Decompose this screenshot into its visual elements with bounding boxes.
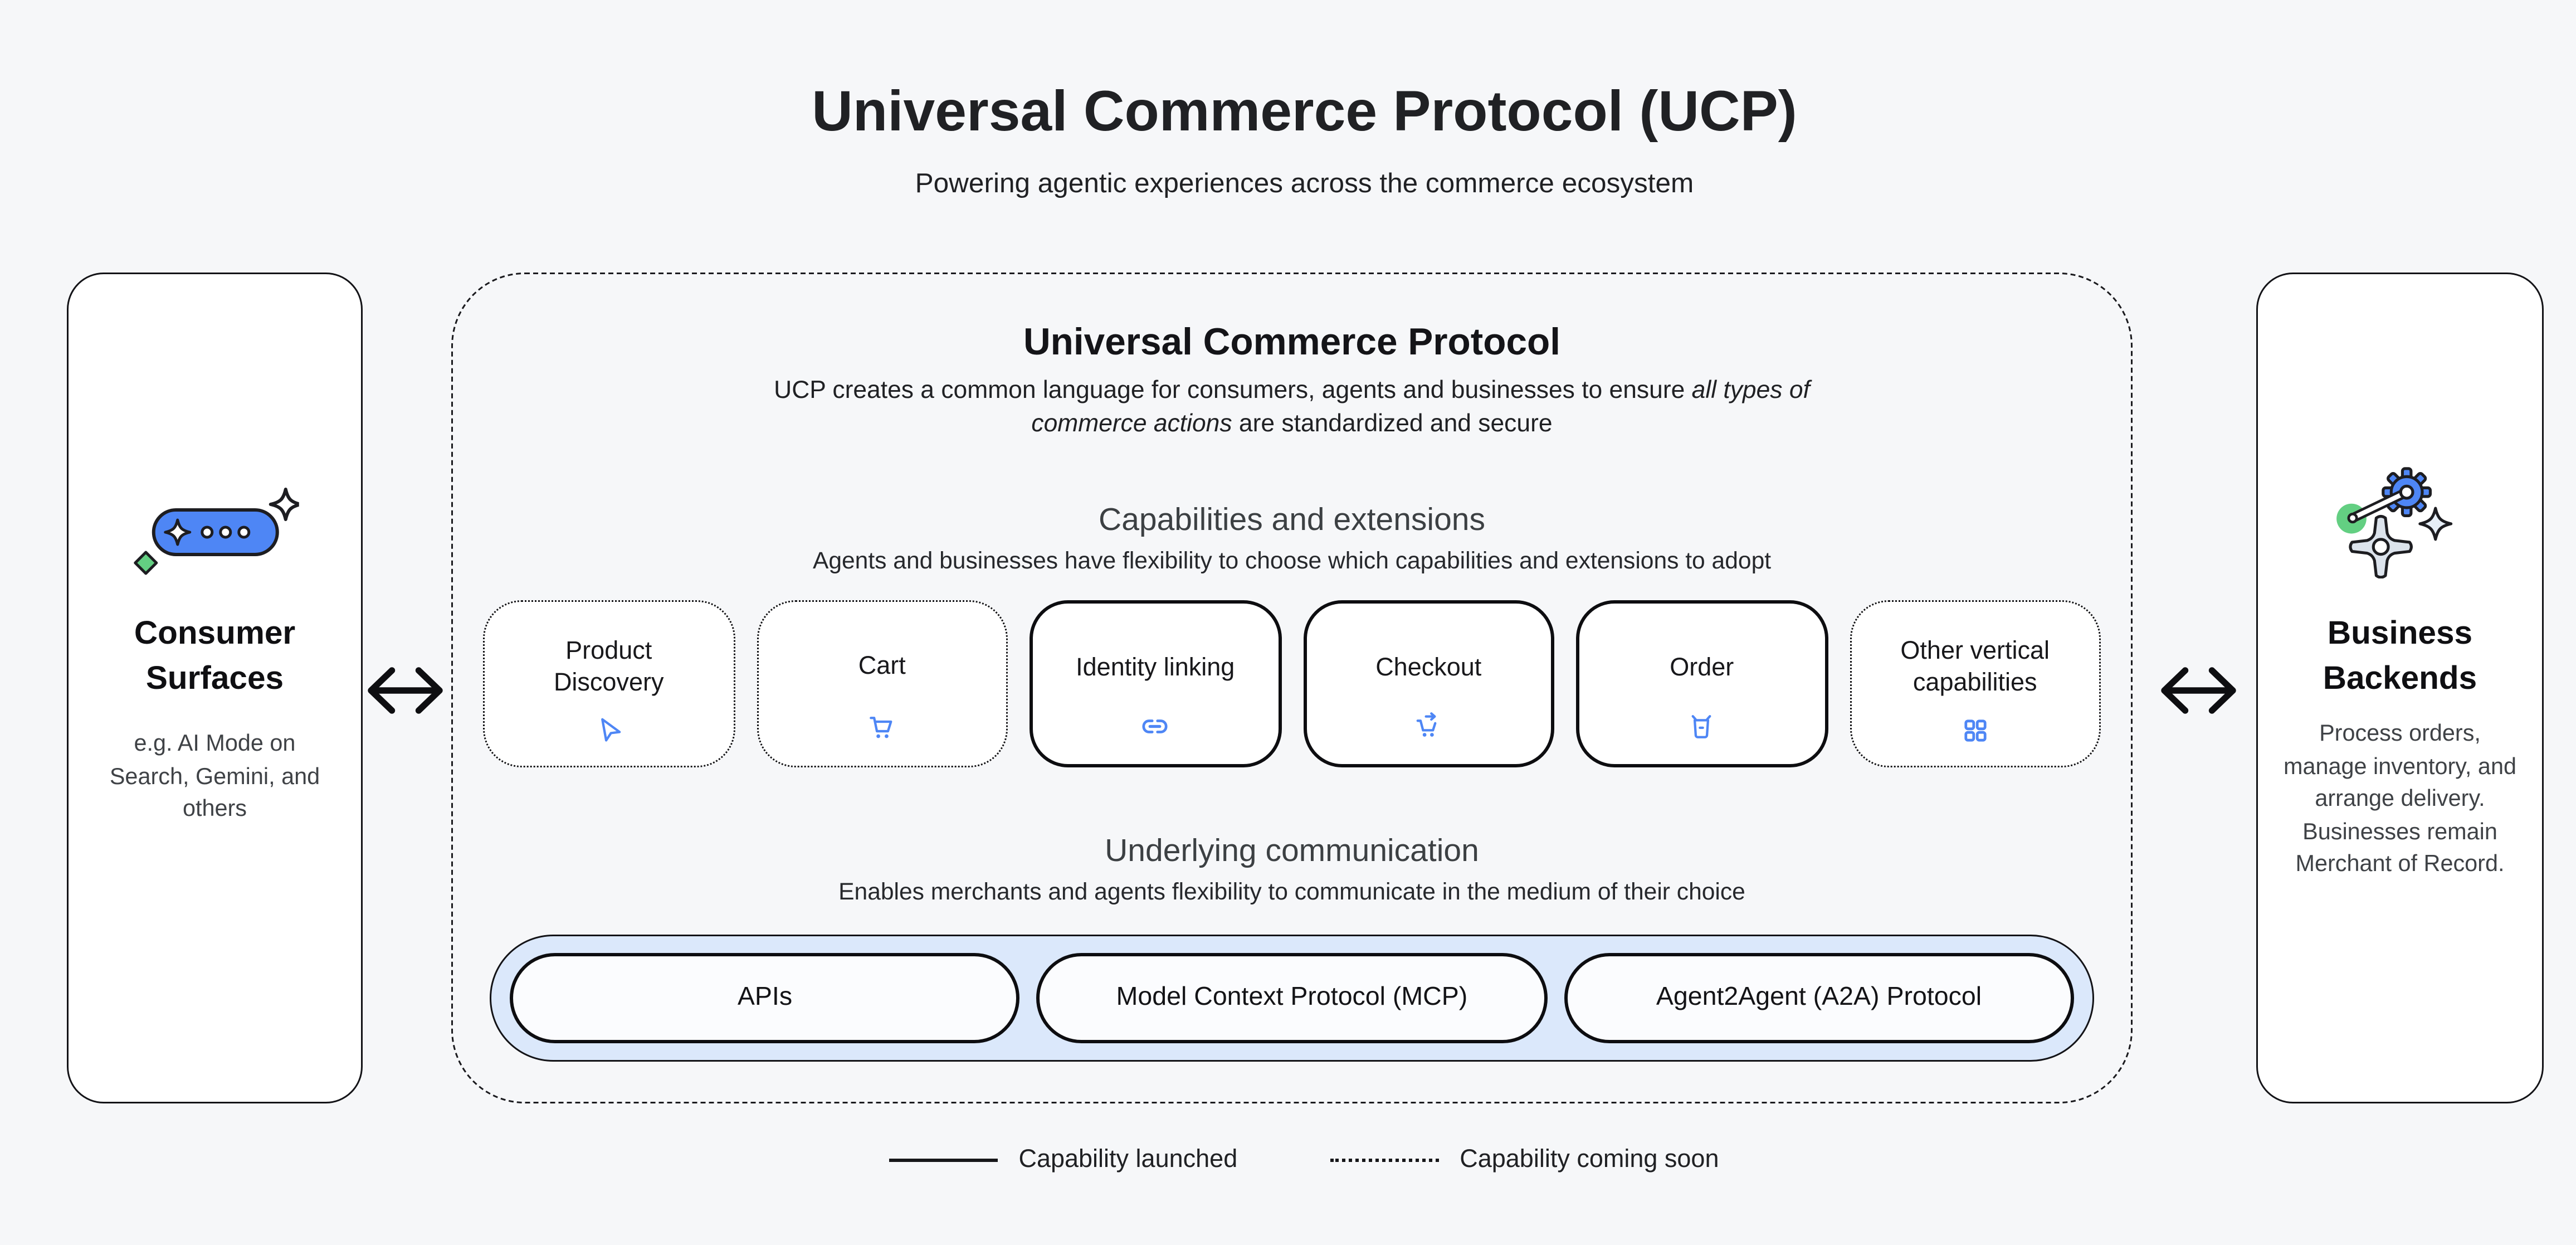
ucp-business-arrow-icon xyxy=(2151,660,2246,729)
card-identity-linking: Identity linking xyxy=(1030,600,1281,767)
gears-illustration-icon xyxy=(2332,455,2456,587)
ucp-container: Universal Commerce Protocol UCP creates … xyxy=(451,273,2133,1103)
business-backends-title: Business Backends xyxy=(2323,615,2477,697)
order-box-icon xyxy=(1687,712,1717,742)
communication-section-title: Underlying communication xyxy=(1105,834,1479,869)
capability-cards-row: Product Discovery Cart xyxy=(453,600,2131,767)
legend: Capability launched Capability coming so… xyxy=(67,1145,2542,1174)
communication-section-subtitle: Enables merchants and agents flexibility… xyxy=(838,879,1745,906)
consumer-ucp-arrow-icon xyxy=(358,660,453,729)
sparkle-outline-icon xyxy=(268,488,302,521)
consumer-surfaces-title: Consumer Surfaces xyxy=(134,615,296,697)
legend-dotted-line xyxy=(1331,1158,1440,1161)
legend-item-launched: Capability launched xyxy=(890,1145,1237,1174)
capabilities-section-subtitle: Agents and businesses have flexibility t… xyxy=(812,548,1772,575)
sparkle-in-pill-icon xyxy=(163,518,191,546)
blue-gear-icon xyxy=(2382,467,2432,518)
connector-rod-icon xyxy=(2347,484,2414,524)
link-icon xyxy=(1139,711,1171,742)
cart-checkout-icon xyxy=(1413,712,1443,742)
pill-mcp: Model Context Protocol (MCP) xyxy=(1036,953,1547,1043)
card-other-vertical-capabilities: Other vertical capabilities xyxy=(1849,600,2101,767)
card-cart: Cart xyxy=(756,600,1008,767)
green-diamond-icon xyxy=(133,551,157,575)
business-backends-panel: Business Backends Process orders, manage… xyxy=(2256,273,2544,1103)
grid-icon xyxy=(1962,717,1988,744)
send-icon xyxy=(594,714,624,744)
card-product-discovery: Product Discovery xyxy=(483,600,735,767)
capabilities-section-title: Capabilities and extensions xyxy=(1099,503,1485,538)
chat-pill-icon xyxy=(151,508,279,556)
pill-apis: APIs xyxy=(510,953,1020,1043)
ucp-title: Universal Commerce Protocol xyxy=(1023,321,1561,363)
consumer-surfaces-panel: Consumer Surfaces e.g. AI Mode on Search… xyxy=(67,273,363,1103)
legend-solid-line xyxy=(890,1158,999,1161)
ucp-description: UCP creates a common language for consum… xyxy=(774,378,1810,437)
sparkle-icon xyxy=(2418,507,2453,541)
cart-icon xyxy=(867,714,897,744)
legend-item-coming-soon: Capability coming soon xyxy=(1331,1145,1719,1174)
pill-a2a: Agent2Agent (A2A) Protocol xyxy=(1563,953,2074,1043)
card-checkout: Checkout xyxy=(1302,600,1554,767)
business-backends-caption: Process orders, manage inventory, and ar… xyxy=(2283,721,2517,876)
chat-pill-sparkle-illustration-icon xyxy=(124,461,302,587)
card-order: Order xyxy=(1576,600,1828,767)
consumer-surfaces-caption: e.g. AI Mode on Search, Gemini, and othe… xyxy=(109,731,320,821)
page-subtitle: Powering agentic experiences across the … xyxy=(915,169,1694,199)
communication-bar: APIs Model Context Protocol (MCP) Agent2… xyxy=(490,935,2094,1062)
page-title: Universal Commerce Protocol (UCP) xyxy=(812,80,1797,144)
